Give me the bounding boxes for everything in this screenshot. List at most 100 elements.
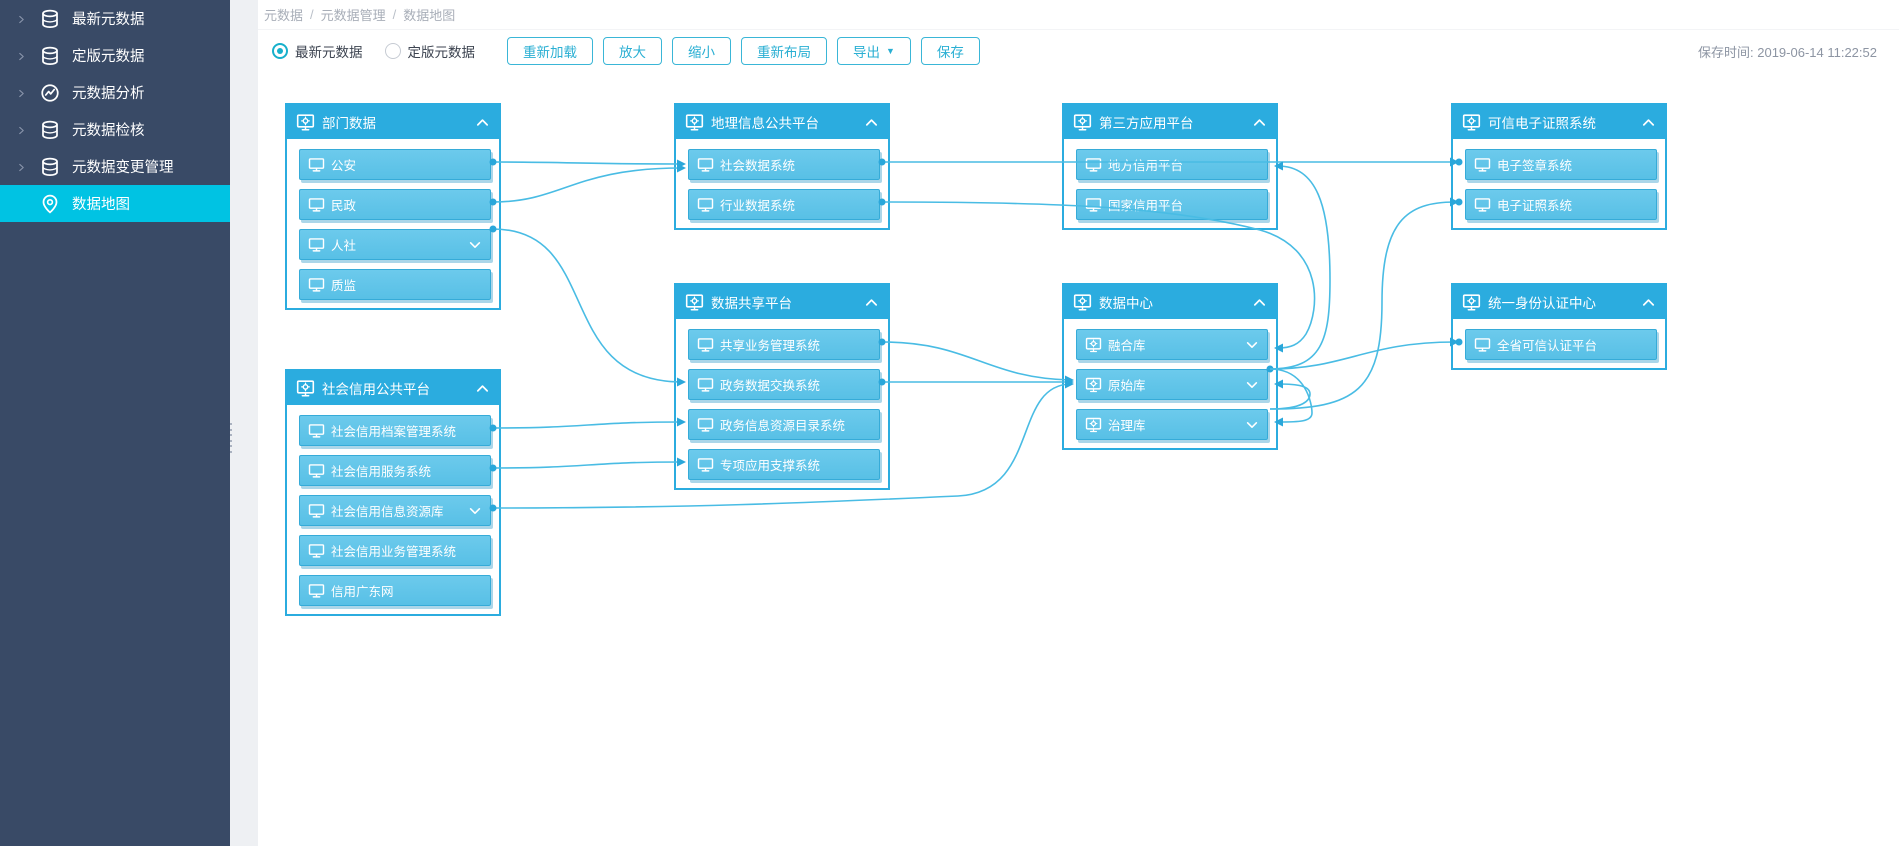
node-governance-db[interactable]: 治理库 xyxy=(1076,409,1268,440)
node-label: 社会信用业务管理系统 xyxy=(331,545,457,559)
gear-monitor-icon xyxy=(1085,417,1102,433)
expand-chevron-down-icon[interactable] xyxy=(1245,338,1259,352)
node-special-support[interactable]: 专项应用支撑系统 xyxy=(688,449,880,480)
collapse-chevron-up-icon[interactable] xyxy=(475,381,490,396)
node-fusion-db[interactable]: 融合库 xyxy=(1076,329,1268,360)
connection-governance-db-to-e-license xyxy=(1269,201,1456,410)
sidebar-item-metadata-analysis[interactable]: 元数据分析 xyxy=(0,74,230,111)
node-share-mgmt[interactable]: 共享业务管理系统 xyxy=(688,329,880,360)
collapse-drag-handle[interactable] xyxy=(226,420,234,456)
group-header-data-center[interactable]: 数据中心 xyxy=(1064,285,1276,319)
node-gov-catalog[interactable]: 政务信息资源目录系统 xyxy=(688,409,880,440)
node-credit-gd[interactable]: 信用广东网 xyxy=(299,575,491,606)
gear-monitor-icon xyxy=(1085,337,1102,353)
node-social-data-sys[interactable]: 社会数据系统 xyxy=(688,149,880,180)
connection-share-mgmt-to-raw-db xyxy=(881,341,1071,381)
group-header-data-share-platform[interactable]: 数据共享平台 xyxy=(676,285,888,319)
reload-button[interactable]: 重新加载 xyxy=(507,37,593,65)
node-credit-archive[interactable]: 社会信用档案管理系统 xyxy=(299,415,491,446)
node-credit-resource[interactable]: 社会信用信息资源库 xyxy=(299,495,491,526)
group-header-social-credit-platform[interactable]: 社会信用公共平台 xyxy=(287,371,499,405)
sidebar-item-label: 元数据变更管理 xyxy=(72,160,174,176)
node-label: 社会数据系统 xyxy=(720,159,796,173)
sidebar-item-data-map[interactable]: 数据地图 xyxy=(0,185,230,222)
node-label: 公安 xyxy=(331,159,357,173)
node-national-credit[interactable]: 国家信用平台 xyxy=(1076,189,1268,220)
node-gongan[interactable]: 公安 xyxy=(299,149,491,180)
export-button[interactable]: 导出▼ xyxy=(837,37,911,65)
expand-chevron-icon[interactable] xyxy=(16,11,32,27)
sidebar-item-metadata-change[interactable]: 元数据变更管理 xyxy=(0,148,230,185)
radio-circle[interactable] xyxy=(272,43,288,59)
sidebar-item-fixed-metadata[interactable]: 定版元数据 xyxy=(0,37,230,74)
sidebar: 最新元数据定版元数据元数据分析元数据检核元数据变更管理数据地图 xyxy=(0,0,230,846)
gear-monitor-icon xyxy=(685,113,704,132)
collapse-chevron-up-icon[interactable] xyxy=(864,295,879,310)
node-credit-business[interactable]: 社会信用业务管理系统 xyxy=(299,535,491,566)
group-title: 数据共享平台 xyxy=(711,296,792,311)
expand-chevron-down-icon[interactable] xyxy=(468,504,482,518)
relayout-button[interactable]: 重新布局 xyxy=(741,37,827,65)
collapse-chevron-up-icon[interactable] xyxy=(1252,115,1267,130)
radio-option[interactable]: 定版元数据 xyxy=(384,41,475,61)
node-label: 全省可信认证平台 xyxy=(1497,339,1598,353)
group-header-dept-data[interactable]: 部门数据 xyxy=(287,105,499,139)
collapse-chevron-up-icon[interactable] xyxy=(475,115,490,130)
node-gov-exchange[interactable]: 政务数据交换系统 xyxy=(688,369,880,400)
connection-gongan-to-social-data-sys xyxy=(492,161,683,165)
expand-chevron-icon[interactable] xyxy=(16,85,32,101)
node-label: 人社 xyxy=(331,239,357,253)
breadcrumb-item[interactable]: 元数据 xyxy=(264,8,304,23)
gear-monitor-icon xyxy=(1462,113,1481,132)
expand-chevron-icon[interactable] xyxy=(16,48,32,64)
node-credit-service[interactable]: 社会信用服务系统 xyxy=(299,455,491,486)
monitor-icon xyxy=(308,157,325,173)
group-title: 统一身份认证中心 xyxy=(1488,296,1596,311)
collapse-chevron-up-icon[interactable] xyxy=(1641,115,1656,130)
node-provincial-auth[interactable]: 全省可信认证平台 xyxy=(1465,329,1657,360)
collapse-chevron-up-icon[interactable] xyxy=(864,115,879,130)
radio-circle[interactable] xyxy=(384,43,401,59)
monitor-icon xyxy=(697,377,714,393)
node-renshe[interactable]: 人社 xyxy=(299,229,491,260)
expand-chevron-down-icon[interactable] xyxy=(1245,418,1259,432)
group-header-trusted-cert-system[interactable]: 可信电子证照系统 xyxy=(1453,105,1665,139)
expand-chevron-icon[interactable] xyxy=(16,159,32,175)
zoom-in-button[interactable]: 放大 xyxy=(603,37,662,65)
node-minzheng[interactable]: 民政 xyxy=(299,189,491,220)
main-content: 元数据/元数据管理/数据地图 最新元数据定版元数据 重新加载放大缩小重新布局导出… xyxy=(258,0,1899,846)
node-label: 民政 xyxy=(331,199,357,213)
sidebar-item-latest-metadata[interactable]: 最新元数据 xyxy=(0,0,230,37)
collapse-chevron-up-icon[interactable] xyxy=(1641,295,1656,310)
button-label: 放大 xyxy=(619,45,646,60)
expand-chevron-down-icon[interactable] xyxy=(1245,378,1259,392)
db-icon xyxy=(40,157,60,177)
button-label: 重新加载 xyxy=(523,45,577,60)
node-raw-db[interactable]: 原始库 xyxy=(1076,369,1268,400)
monitor-icon xyxy=(1474,157,1491,173)
group-header-identity-center[interactable]: 统一身份认证中心 xyxy=(1453,285,1665,319)
group-header-geo-platform[interactable]: 地理信息公共平台 xyxy=(676,105,888,139)
expand-chevron-icon[interactable] xyxy=(16,122,32,138)
breadcrumb-item[interactable]: 元数据管理 xyxy=(320,8,386,23)
radio-selected[interactable]: 最新元数据 xyxy=(272,41,363,61)
breadcrumb-item[interactable]: 数据地图 xyxy=(403,8,456,23)
monitor-icon xyxy=(308,583,325,599)
node-e-license[interactable]: 电子证照系统 xyxy=(1465,189,1657,220)
node-industry-data-sys[interactable]: 行业数据系统 xyxy=(688,189,880,220)
node-e-signature[interactable]: 电子签章系统 xyxy=(1465,149,1657,180)
group-identity-center: 统一身份认证中心全省可信认证平台 xyxy=(1451,283,1667,370)
sidebar-item-metadata-check[interactable]: 元数据检核 xyxy=(0,111,230,148)
expand-chevron-down-icon[interactable] xyxy=(468,238,482,252)
save-button[interactable]: 保存 xyxy=(920,37,980,65)
group-header-third-party-platform[interactable]: 第三方应用平台 xyxy=(1064,105,1276,139)
connection-minzheng-to-social-data-sys xyxy=(492,167,683,203)
node-local-credit[interactable]: 地方信用平台 xyxy=(1076,149,1268,180)
zoom-out-button[interactable]: 缩小 xyxy=(672,37,731,65)
db-icon xyxy=(40,120,60,140)
save-time-label: 保存时间: 2019-06-14 11:22:52 xyxy=(1698,44,1877,60)
group-title: 第三方应用平台 xyxy=(1099,116,1194,131)
collapse-chevron-up-icon[interactable] xyxy=(1252,295,1267,310)
group-data-share-platform: 数据共享平台共享业务管理系统政务数据交换系统政务信息资源目录系统专项应用支撑系统 xyxy=(674,283,890,490)
node-zhijian[interactable]: 质监 xyxy=(299,269,491,300)
